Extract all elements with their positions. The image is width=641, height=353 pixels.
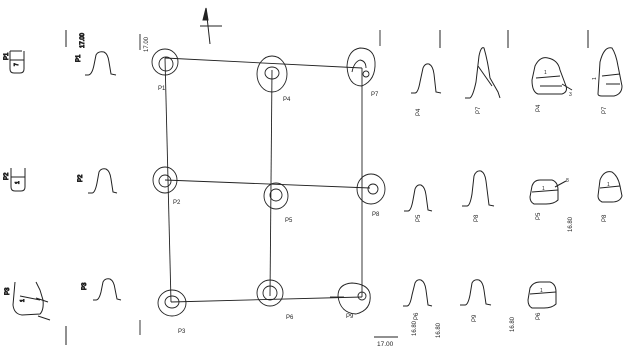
layer-number: 1 xyxy=(607,182,610,188)
post-label: P1 xyxy=(158,86,166,92)
section-col-2: P7 P8 P9 16.80 xyxy=(436,30,509,338)
section-label: P2 xyxy=(4,172,10,180)
section-label: P7 xyxy=(602,106,608,114)
post-hole-p2: P2 xyxy=(152,166,181,206)
section-label: P8 xyxy=(474,214,480,222)
elevation-label: 17.00 xyxy=(377,341,394,348)
section-col-4: P7 1 P8 1 xyxy=(592,47,623,222)
post-label: P4 xyxy=(283,97,291,103)
section-p7-layered: P7 1 xyxy=(592,47,623,114)
post-hole-p4: P4 xyxy=(256,55,291,103)
layer-number: 7 xyxy=(14,63,20,66)
elevation-label: 16.80 xyxy=(568,216,574,232)
section-p6-layered: P6 1 xyxy=(527,281,557,320)
section-p3-profile: P3 xyxy=(82,278,122,301)
section-label: P8 xyxy=(602,214,608,222)
grid-line xyxy=(164,57,172,303)
post-hole-p1: P1 xyxy=(151,48,179,92)
section-p5-profile: P5 xyxy=(404,184,433,222)
post-hole-p6: P6 xyxy=(256,279,294,321)
elevation-label: 16.80 xyxy=(510,316,516,332)
section-p2-profile: P2 xyxy=(78,168,118,194)
section-p2-layered: P2 1 xyxy=(4,168,26,192)
layer-number: 1 xyxy=(540,288,543,294)
post-label: P8 xyxy=(372,212,380,218)
section-label: P5 xyxy=(416,214,422,222)
section-p7-profile: P7 xyxy=(465,47,501,114)
post-label: P3 xyxy=(178,329,186,335)
layer-number: 1 xyxy=(15,181,21,184)
section-p4-profile: P4 xyxy=(411,63,442,116)
grid-line xyxy=(164,57,363,69)
layer-number: 8 xyxy=(566,178,569,184)
layer-number: 1 xyxy=(542,186,545,192)
section-label: P6 xyxy=(536,312,542,320)
section-label: P6 xyxy=(414,312,420,320)
elevation-label: 16.80 xyxy=(412,320,418,336)
section-col-3: P4 1 3 P5 1 8 P6 1 16.80 16.80 xyxy=(510,30,589,332)
layer-number: 1 xyxy=(20,299,26,302)
layer-number: 3 xyxy=(569,92,572,98)
section-p8-layered: P8 1 xyxy=(597,171,623,222)
section-p1-layered: P1 7 xyxy=(4,50,25,74)
post-hole-p7: P7 xyxy=(346,47,379,98)
section-p3-layered: P3 1 xyxy=(5,281,51,321)
section-label: P5 xyxy=(536,212,542,220)
section-p4-layered: P4 1 3 xyxy=(531,57,573,112)
post-label: P6 xyxy=(286,315,294,321)
section-label: P2 xyxy=(78,174,84,182)
section-p8-profile: P8 xyxy=(462,170,495,222)
section-label: P3 xyxy=(82,282,88,290)
elevation-label: 16.80 xyxy=(436,322,442,338)
grid-line xyxy=(164,179,371,189)
section-col-b: P1 P2 P3 17.00 xyxy=(65,30,122,301)
section-col-a: P1 7 P2 1 P3 1 xyxy=(4,50,67,345)
section-label: P1 xyxy=(4,52,10,60)
section-label: P7 xyxy=(476,106,482,114)
elevation-label: 17.00 xyxy=(80,32,86,48)
section-label: P3 xyxy=(5,287,11,295)
post-label: P9 xyxy=(346,314,354,320)
grid-line xyxy=(269,69,273,297)
section-p1-profile: P1 xyxy=(76,51,117,76)
section-p9-profile: P9 xyxy=(460,279,492,322)
section-label: P9 xyxy=(472,314,478,322)
section-label: P1 xyxy=(76,54,82,62)
layer-number: 1 xyxy=(544,70,547,76)
layer-number: 1 xyxy=(592,77,598,80)
elevation-label: 17.00 xyxy=(144,36,150,52)
post-hole-p5: P5 xyxy=(263,182,293,224)
section-label: P4 xyxy=(416,108,422,116)
post-hole-p9: P9 xyxy=(330,282,371,320)
post-label: P5 xyxy=(285,218,293,224)
post-label: P7 xyxy=(371,92,379,98)
post-label: P2 xyxy=(173,200,181,206)
plan-view: P1 P2 P3 P4 P5 P6 xyxy=(139,30,398,348)
section-col-1: P4 P5 P6 16.80 xyxy=(403,30,442,336)
section-p5-layered: P5 1 8 xyxy=(529,178,569,220)
post-hole-p3: P3 xyxy=(157,289,187,335)
north-arrow-icon xyxy=(200,7,222,45)
post-hole-p8: P8 xyxy=(356,173,386,218)
section-p6-profile: P6 xyxy=(403,279,433,320)
section-label: P4 xyxy=(536,104,542,112)
